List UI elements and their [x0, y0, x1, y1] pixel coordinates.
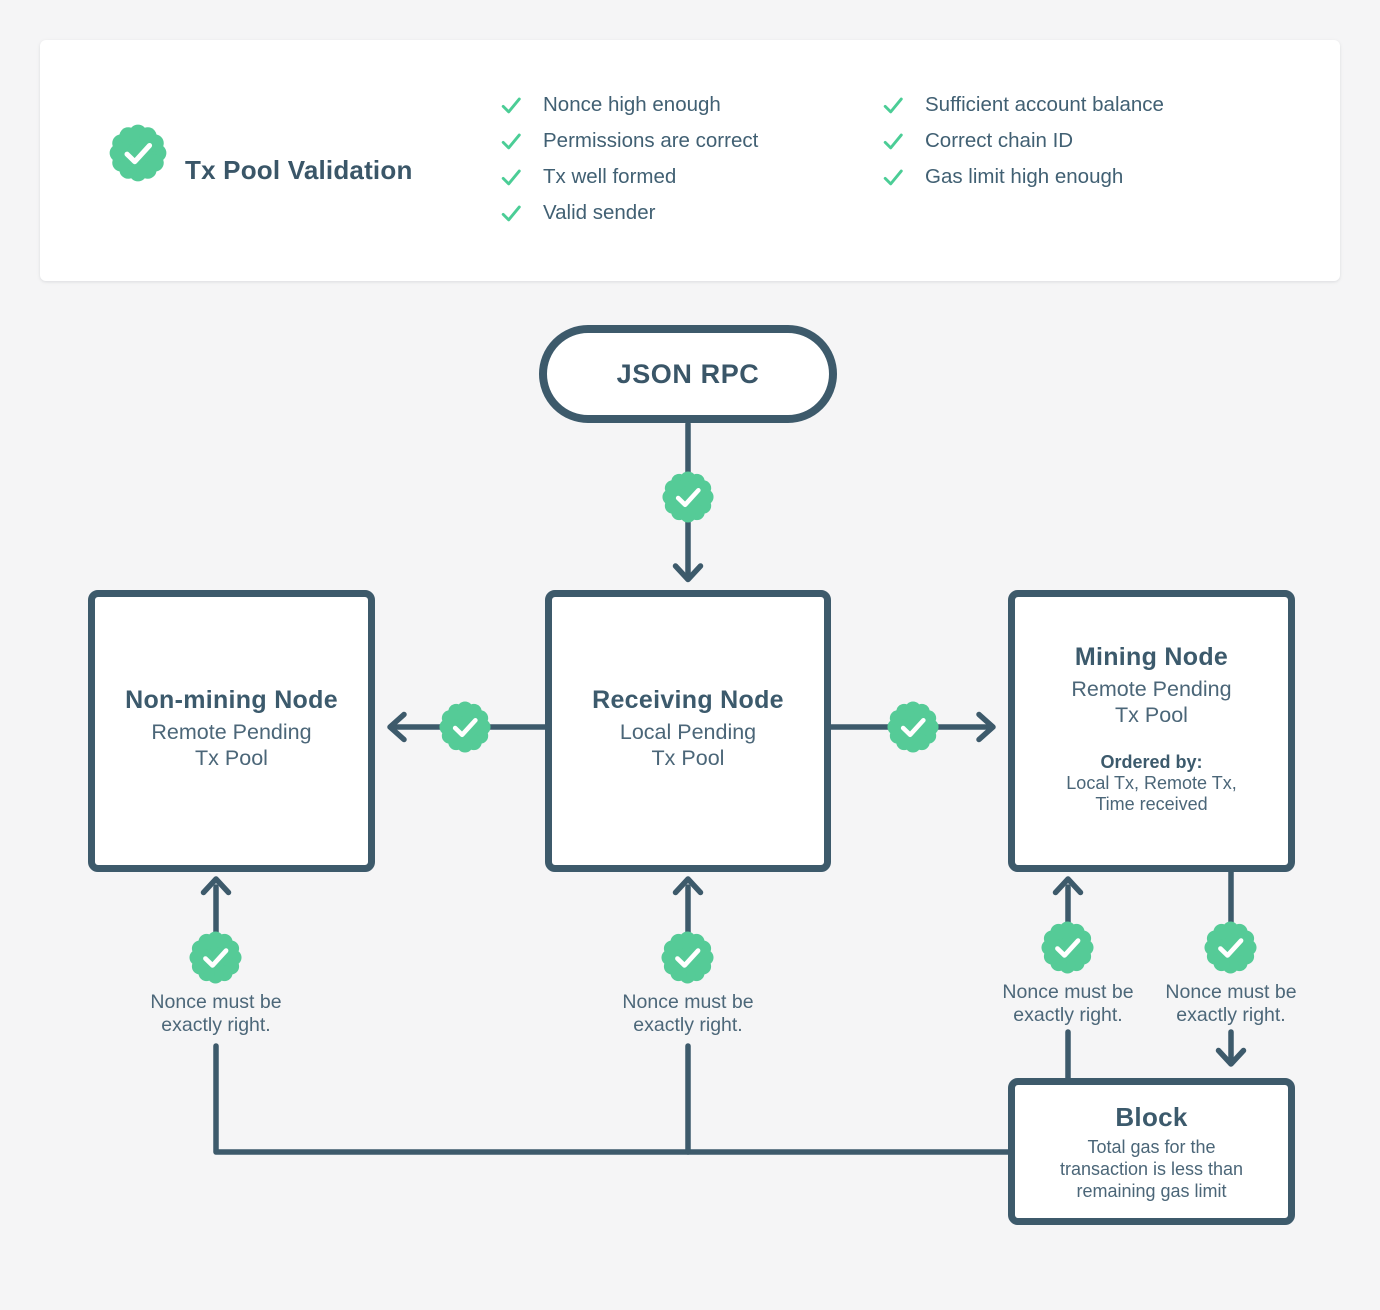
checklist-item: Tx well formed — [500, 159, 758, 195]
checklist-item: Valid sender — [500, 195, 758, 231]
node-subtitle-line: Tx Pool — [1115, 703, 1188, 727]
checkmark-icon — [501, 133, 521, 150]
checklist-item: Sufficient account balance — [882, 87, 1164, 123]
validation-card: Tx Pool Validation Nonce high enough Per… — [40, 40, 1340, 281]
nonce-note-line: Nonce must be — [622, 991, 754, 1013]
checkmark-icon — [501, 169, 521, 186]
check-badge-icon — [1040, 920, 1095, 975]
checklist-item-label: Tx well formed — [543, 165, 677, 188]
node-subtitle: Total gas for the transaction is less th… — [1060, 1136, 1243, 1202]
node-title: Receiving Node — [592, 686, 784, 714]
node-subtitle: Remote Pending Tx Pool — [151, 719, 311, 771]
checklist-item-label: Sufficient account balance — [925, 93, 1164, 116]
checklist-item: Nonce high enough — [500, 87, 758, 123]
check-badge-icon — [886, 700, 940, 754]
check-badge-icon — [660, 930, 715, 985]
node-block: Block Total gas for the transaction is l… — [1008, 1078, 1295, 1225]
node-title: Non-mining Node — [125, 686, 338, 714]
checkmark-icon — [501, 205, 521, 222]
node-title: Mining Node — [1074, 643, 1229, 671]
node-subtitle-line: Tx Pool — [651, 746, 725, 770]
node-mining: Mining Node Remote Pending Tx Pool Order… — [1008, 590, 1295, 872]
checklist-item-label: Nonce high enough — [543, 93, 721, 116]
nonce-note-line: exactly right. — [633, 1013, 743, 1036]
check-badge-icon — [438, 700, 492, 754]
nonce-note-line: exactly right. — [1176, 1003, 1286, 1026]
checkmark-icon — [501, 97, 521, 114]
checklist-right: Sufficient account balance Correct chain… — [882, 87, 1164, 195]
checklist-left: Nonce high enough Permissions are correc… — [500, 87, 758, 231]
checklist-item-label: Permissions are correct — [543, 129, 759, 152]
nonce-note: Nonce must be exactly right. — [136, 991, 296, 1036]
nonce-note-line: Nonce must be — [150, 991, 282, 1013]
node-subtitle-line: Total gas for the — [1087, 1136, 1216, 1157]
node-subtitle-line: Local Pending — [619, 720, 757, 744]
node-subtitle: Remote Pending Tx Pool — [1071, 676, 1231, 728]
checkmark-icon — [883, 169, 903, 186]
nonce-note: Nonce must be exactly right. — [1151, 981, 1311, 1026]
node-subtitle-line: Tx Pool — [195, 746, 268, 770]
node-subtitle: Local Pending Tx Pool — [620, 719, 756, 771]
checklist-item-label: Gas limit high enough — [925, 165, 1124, 188]
checkmark-icon — [883, 97, 903, 114]
node-subtitle-line: transaction is less than — [1059, 1158, 1244, 1179]
checklist-item-label: Correct chain ID — [925, 129, 1074, 152]
ordered-by-line: Time received — [1095, 794, 1208, 814]
checklist-item: Permissions are correct — [500, 123, 758, 159]
nonce-note-line: Nonce must be — [1165, 981, 1297, 1003]
check-seal-icon — [108, 123, 168, 183]
check-badge-icon — [1203, 920, 1258, 975]
checklist-item-label: Valid sender — [543, 201, 656, 224]
check-badge-icon — [188, 930, 243, 985]
json-rpc-label: JSON RPC — [616, 358, 760, 389]
ordered-by-line: Local Tx, Remote Tx, — [1066, 773, 1237, 793]
node-receiving: Receiving Node Local Pending Tx Pool — [545, 590, 831, 872]
checklist-item: Gas limit high enough — [882, 159, 1164, 195]
card-title: Tx Pool Validation — [185, 155, 413, 186]
node-title: Block — [1115, 1101, 1188, 1132]
node-subtitle-line: remaining gas limit — [1076, 1180, 1227, 1201]
nonce-note-line: exactly right. — [161, 1013, 271, 1036]
nonce-note: Nonce must be exactly right. — [988, 981, 1148, 1026]
node-subtitle-line: Remote Pending — [151, 720, 312, 744]
node-non-mining: Non-mining Node Remote Pending Tx Pool — [88, 590, 375, 872]
check-badge-icon — [661, 470, 715, 524]
nonce-note: Nonce must be exactly right. — [608, 991, 768, 1036]
checklist-item: Correct chain ID — [882, 123, 1164, 159]
ordered-by-label: Ordered by: — [1100, 752, 1203, 772]
json-rpc-node: JSON RPC — [539, 325, 837, 423]
node-subtitle-line: Remote Pending — [1071, 677, 1232, 701]
checkmark-icon — [883, 133, 903, 150]
nonce-note-line: exactly right. — [1013, 1003, 1123, 1026]
ordered-by-lines: Local Tx, Remote Tx, Time received — [1066, 773, 1236, 815]
nonce-note-line: Nonce must be — [1002, 981, 1134, 1003]
